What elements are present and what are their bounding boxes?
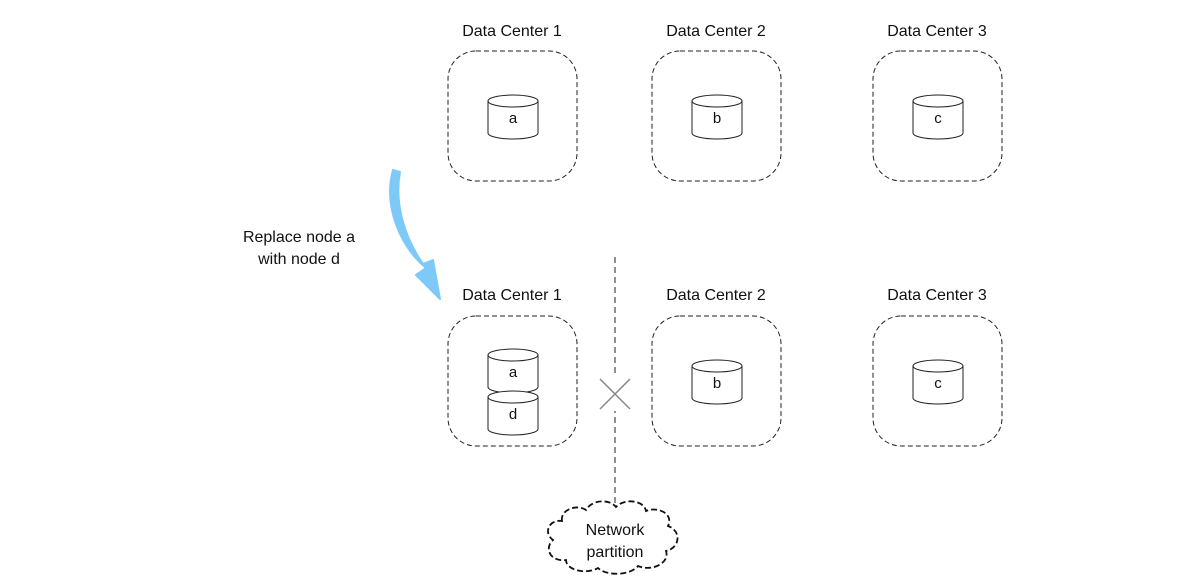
network-partition [547,257,679,575]
top-dc3-title: Data Center 3 [887,23,987,40]
bottom-dc2-title: Data Center 2 [666,287,766,304]
bottom-dc1-boundary [447,315,578,447]
partition-label-line2: partition [586,544,644,561]
top-dc1-boundary [447,50,578,182]
bottom-node-d-label: d [508,406,518,423]
bottom-row [447,315,1003,447]
top-dc2-boundary [651,50,782,182]
bottom-dc3-boundary [872,315,1003,447]
top-dc3-boundary [872,50,1003,182]
bottom-dc2-boundary [651,315,782,447]
replace-arrow [389,169,441,300]
replace-action-label-line2: with node d [258,251,340,268]
partition-cross-icon [598,377,632,411]
partition-label-line1: Network [585,522,645,539]
top-dc1-title: Data Center 1 [462,23,562,40]
top-row [447,50,1003,182]
bottom-dc3-title: Data Center 3 [887,287,987,304]
replace-action-label-line1: Replace node a [242,229,356,246]
top-dc2-title: Data Center 2 [666,23,766,40]
database-icon [691,359,743,405]
top-node-b-label: b [712,110,722,127]
top-node-c-label: c [934,110,942,127]
cloud-icon [547,500,679,575]
bottom-dc1-title: Data Center 1 [462,287,562,304]
database-icon [912,359,964,405]
database-icon [487,348,539,394]
top-node-a-label: a [508,110,518,127]
bottom-node-c-label: c [934,375,942,392]
database-icon [487,94,539,140]
bottom-node-b-label: b [712,375,722,392]
database-icon [912,94,964,140]
database-icon [487,390,539,436]
bottom-node-a-label: a [508,364,518,381]
database-icon [691,94,743,140]
